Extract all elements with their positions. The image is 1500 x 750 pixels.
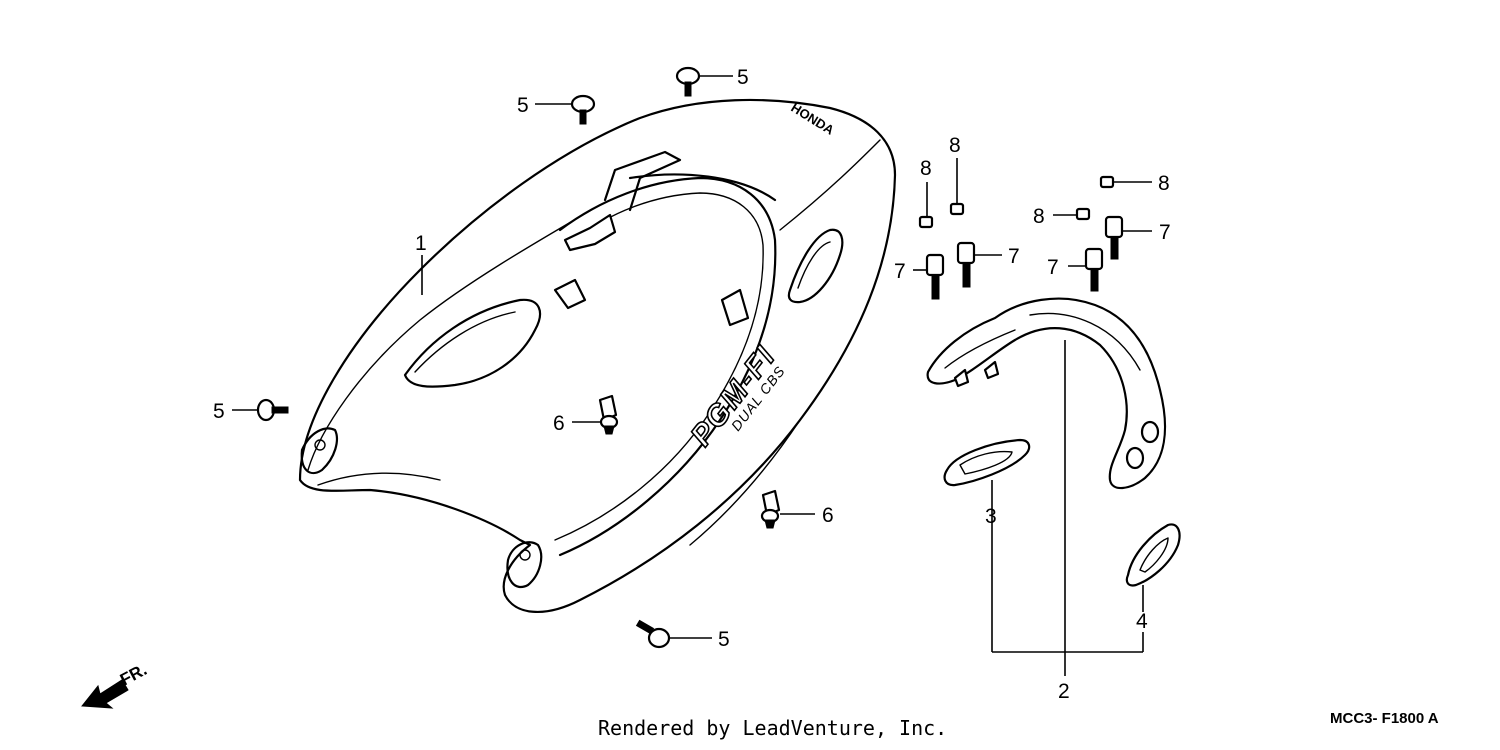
- callout-7-c: 7: [1047, 256, 1059, 279]
- bolt-5-top-left: [570, 94, 596, 125]
- clip-6-upper: [598, 394, 619, 435]
- bolt-7-d: [1104, 215, 1124, 260]
- callout-8-a: 8: [920, 157, 932, 180]
- callout-6-lower: 6: [822, 504, 834, 527]
- callout-7-b: 7: [1008, 245, 1020, 268]
- callouts: 1 2 3 4 5 5 5 5 6 6 7 7 7 7 8 8 8 8: [213, 66, 1171, 703]
- callout-8-b: 8: [949, 134, 961, 157]
- bolt-7-a: [925, 253, 945, 300]
- callout-8-d: 8: [1158, 172, 1170, 195]
- bolt-5-top: [675, 66, 701, 97]
- callout-2: 2: [1058, 680, 1070, 703]
- grab-rail: [926, 297, 1167, 490]
- callout-3: 3: [985, 505, 997, 528]
- nut-8-b: [949, 202, 965, 216]
- arrow-icon: [81, 679, 129, 709]
- clip-6-lower: [760, 489, 781, 529]
- callout-4: 4: [1136, 610, 1148, 633]
- gasket-3: [943, 438, 1031, 487]
- nut-8-d: [1099, 175, 1115, 189]
- bolt-5-left: [256, 398, 289, 422]
- callout-8-c: 8: [1033, 205, 1045, 228]
- callout-7-d: 7: [1159, 221, 1171, 244]
- callout-5-left: 5: [213, 400, 225, 423]
- bolt-5-bottom: [635, 619, 671, 649]
- nut-8-a: [918, 215, 934, 229]
- bolt-7-b: [956, 241, 976, 288]
- rear-cowl: HONDA PGM-FI DUAL CBS: [298, 98, 897, 613]
- callout-7-a: 7: [894, 260, 906, 283]
- nut-8-c: [1075, 207, 1091, 221]
- callout-1: 1: [415, 232, 427, 255]
- callout-5-bottom: 5: [718, 628, 730, 651]
- bolt-7-c: [1084, 247, 1104, 292]
- render-credit: Rendered by LeadVenture, Inc.: [598, 716, 948, 740]
- front-direction-arrow: FR.: [81, 660, 150, 709]
- gasket-4: [1125, 523, 1181, 587]
- callout-5-top-left: 5: [517, 94, 529, 117]
- diagram-code: MCC3- F1800 A: [1330, 710, 1439, 727]
- callout-5-top: 5: [737, 66, 749, 89]
- callout-6-upper: 6: [553, 412, 565, 435]
- leader-lines: [232, 75, 1152, 676]
